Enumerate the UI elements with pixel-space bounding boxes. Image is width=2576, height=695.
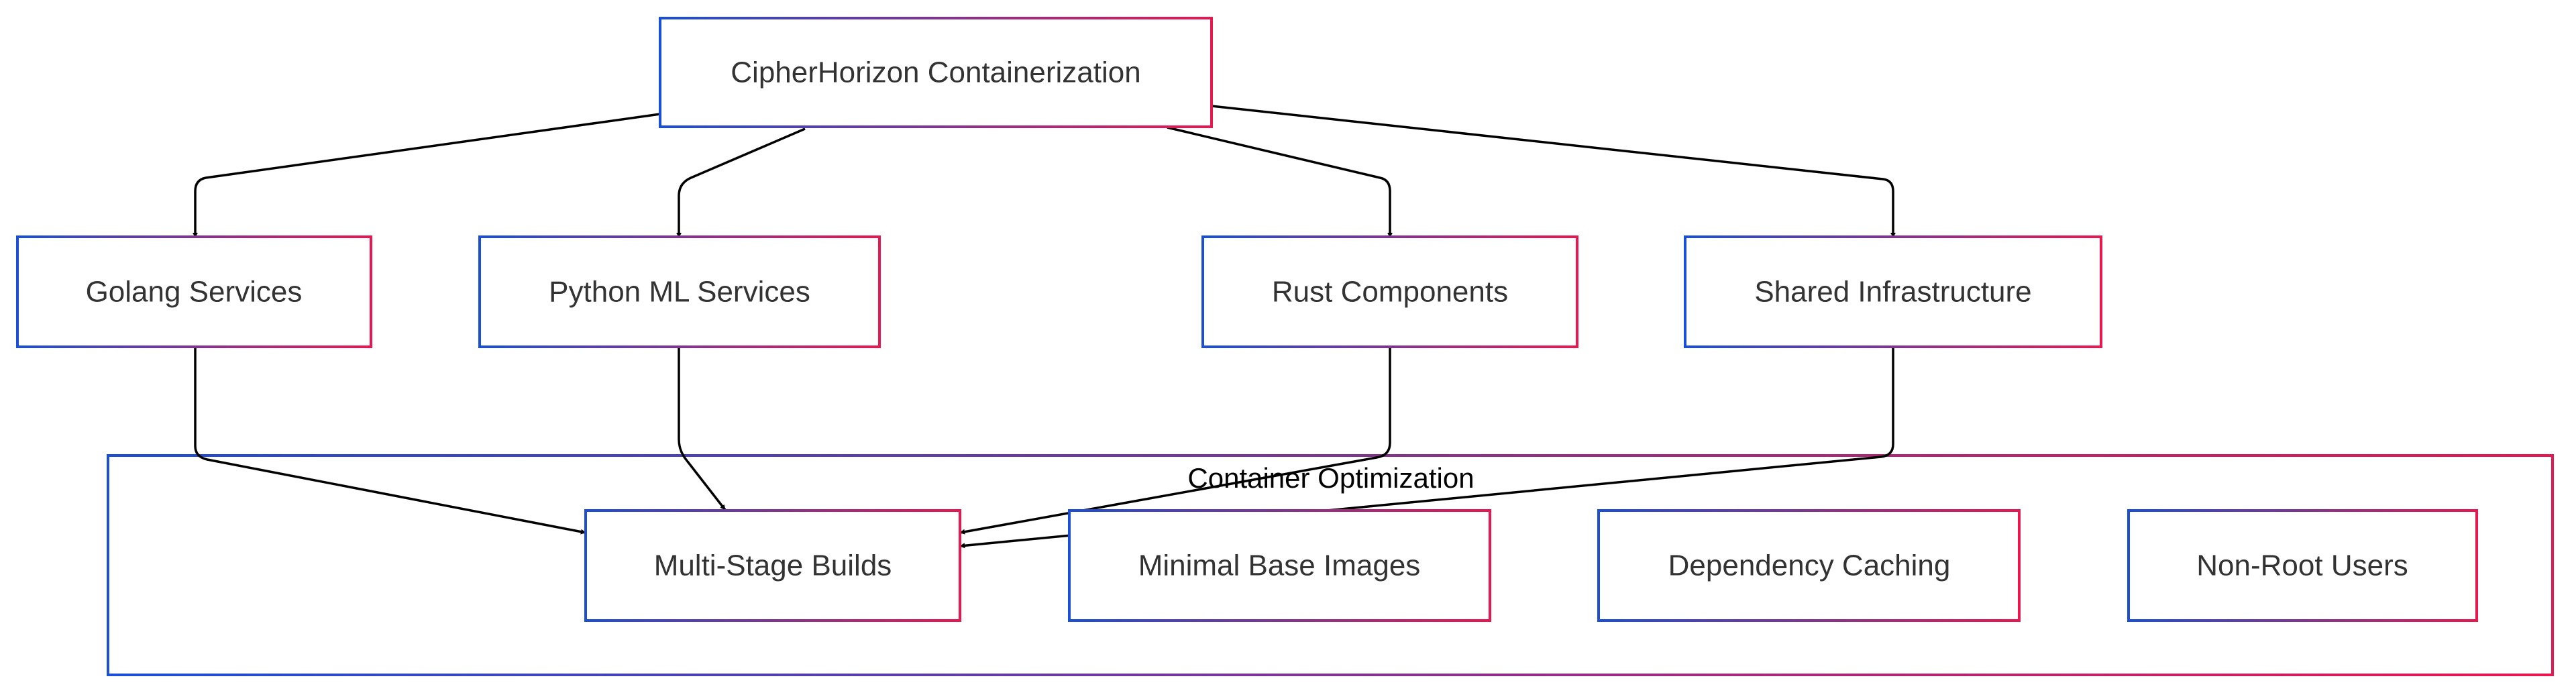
edge-root-to-python xyxy=(676,127,806,238)
node-box xyxy=(1068,509,1491,622)
node-label: Rust Components xyxy=(1272,276,1508,309)
cluster-title: Container Optimization xyxy=(1187,462,1474,494)
node-box xyxy=(16,235,372,348)
node-shared-infrastructure[interactable]: Shared Infrastructure xyxy=(1684,235,2102,348)
node-non-root-users[interactable]: Non-Root Users xyxy=(2127,509,2478,622)
node-box xyxy=(659,17,1213,128)
edge-python-to-multistage xyxy=(678,348,727,511)
node-label: Multi-Stage Builds xyxy=(654,549,892,582)
node-label: Python ML Services xyxy=(549,276,810,309)
edge-root-to-rust xyxy=(1167,126,1393,238)
node-box xyxy=(478,235,881,348)
node-label: Dependency Caching xyxy=(1668,549,1951,582)
node-golang-services[interactable]: Golang Services xyxy=(16,235,372,348)
node-label: Minimal Base Images xyxy=(1138,549,1421,582)
edge-root-to-golang xyxy=(193,113,661,238)
node-root[interactable]: CipherHorizon Containerization xyxy=(659,17,1213,128)
node-dependency-caching[interactable]: Dependency Caching xyxy=(1597,509,2021,622)
edges xyxy=(193,105,1896,549)
node-label: CipherHorizon Containerization xyxy=(731,56,1140,89)
node-rust-components[interactable]: Rust Components xyxy=(1201,235,1578,348)
node-label: Golang Services xyxy=(86,276,303,309)
node-label: Non-Root Users xyxy=(2196,549,2408,582)
node-label: Shared Infrastructure xyxy=(1754,276,2031,309)
node-box xyxy=(2127,509,2478,622)
node-minimal-base-images[interactable]: Minimal Base Images xyxy=(1068,509,1491,622)
node-box xyxy=(584,509,961,622)
edge-golang-to-multistage xyxy=(194,348,586,535)
node-box xyxy=(1597,509,2021,622)
edge-root-to-shared xyxy=(1211,105,1896,238)
edge-rust-to-multistage xyxy=(959,348,1391,535)
node-box xyxy=(1201,235,1578,348)
node-box xyxy=(1684,235,2102,348)
node-python-ml-services[interactable]: Python ML Services xyxy=(478,235,881,348)
node-multi-stage-builds[interactable]: Multi-Stage Builds xyxy=(584,509,961,622)
edge-shared-to-multistage xyxy=(959,348,1894,549)
